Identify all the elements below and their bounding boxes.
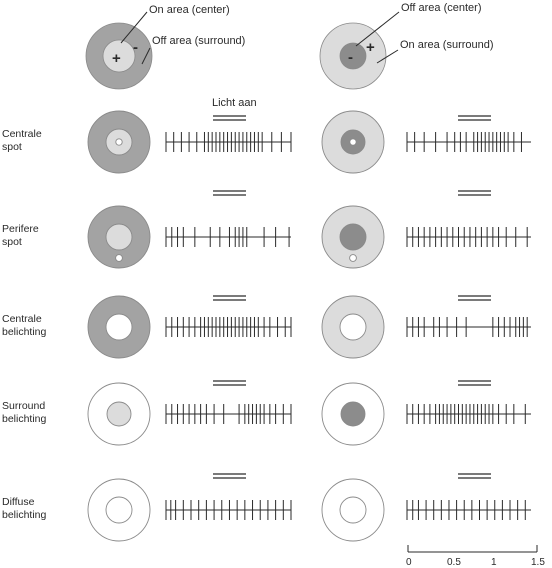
row-1-off-center-stimulus-light-spot [349, 138, 357, 146]
row-2-label-line-1: Perifere [2, 223, 39, 235]
row-5-off-center-stimulus-center [339, 496, 367, 524]
legend-on-center-center [102, 39, 136, 73]
row-2-on-center-stimulus-light-spot [115, 254, 123, 262]
legend-on-center: + - On area (center) Off area (surround) [85, 4, 245, 90]
legend-on-center-off-label: Off area (surround) [152, 35, 245, 47]
row-5-label-line-1: Diffuse [2, 496, 35, 508]
legend-on-center-surround-sign: - [133, 39, 138, 56]
row-1-label-line-1: Centrale [2, 128, 42, 140]
legend-off-center-surround-sign: + [366, 39, 375, 56]
legend-off-center-center [339, 42, 367, 70]
row-2-off-center-stimulus-light-spot [349, 254, 357, 262]
row-3-label-line-1: Centrale [2, 313, 42, 325]
row-1-label-line-2: spot [2, 141, 22, 153]
legend-off-center-off-label: Off area (center) [401, 2, 482, 14]
row-2-label-line-2: spot [2, 236, 22, 248]
row-5-label-line-2: belichting [2, 509, 47, 521]
stimulus-rows: CentralespotPeriferespotCentralebelichti… [2, 110, 531, 542]
legend-on-center-center-sign: + [112, 50, 121, 67]
time-scale-tick-1: 0.5 [447, 557, 461, 568]
time-scale-tick-3: 1.5 [531, 557, 545, 568]
row-2-on-center-stimulus-center [105, 223, 133, 251]
legend-on-center-on-pointer [120, 11, 148, 44]
row-3-off-center-stimulus-center [339, 313, 367, 341]
row-3-label-line-2: belichting [2, 326, 47, 338]
legend-off-center-on-pointer [376, 49, 399, 64]
time-scale-tick-2: 1 [491, 557, 497, 568]
time-scale: 0 0.5 1 1.5 [406, 545, 545, 568]
row-4-off-center-stimulus-center [340, 401, 366, 427]
legend-off-center-off-pointer [355, 11, 400, 47]
row-5-on-center-stimulus-center [105, 496, 133, 524]
legend-off-center: - + Off area (center) On area (surround) [319, 2, 494, 90]
row-3-on-center-stimulus-center [105, 313, 133, 341]
row-4-label-line-2: belichting [2, 413, 47, 425]
legend-on-center-off-pointer [141, 47, 151, 65]
legend-on-center-on-label: On area (center) [149, 4, 230, 16]
legend-off-center-center-sign: - [348, 49, 353, 66]
row-4-on-center-stimulus-center [106, 401, 132, 427]
row-1-on-center-stimulus-light-spot [115, 138, 123, 146]
row-2-off-center-stimulus-center [339, 223, 367, 251]
light-on-label: Licht aan [212, 97, 257, 109]
time-scale-tick-0: 0 [406, 557, 412, 568]
legend-off-center-on-label: On area (surround) [400, 39, 494, 51]
row-4-label-line-1: Surround [2, 400, 45, 412]
